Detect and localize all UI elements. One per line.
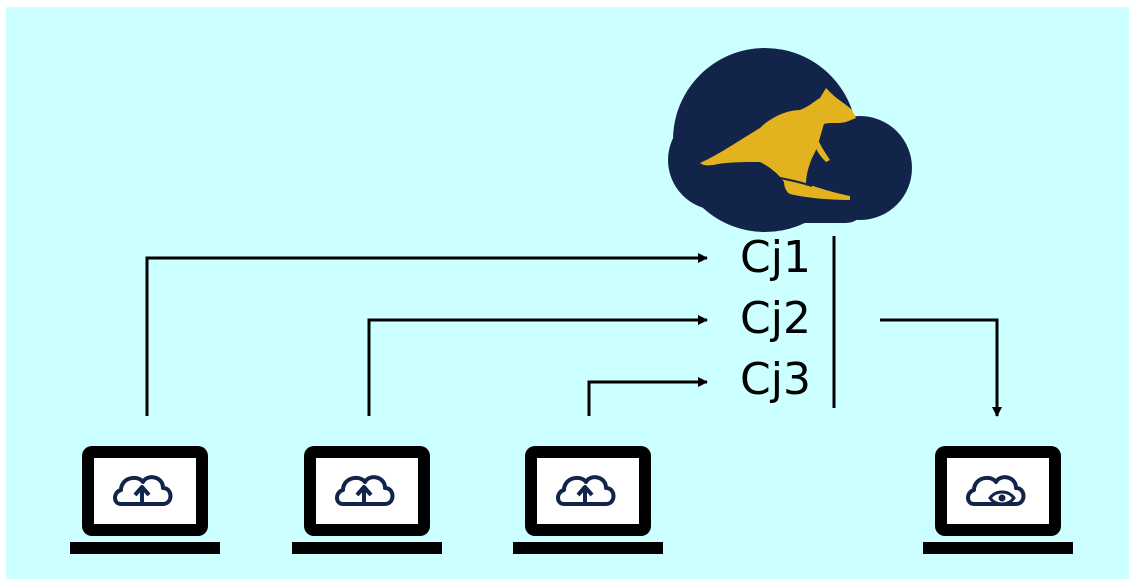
- cloud-eye-icon: [966, 475, 1026, 506]
- label-cj2: Cj2: [740, 293, 811, 344]
- arrow-client2-to-cj2: [367, 315, 708, 416]
- laptop-view-icon: [923, 446, 1073, 554]
- laptop-upload-icon: [292, 446, 442, 554]
- arrow-to-viewer: [880, 318, 1002, 417]
- cloud-upload-icon: [335, 475, 395, 506]
- kangaroo-cloud-icon: [668, 48, 912, 232]
- kangaroo-icon: [700, 88, 856, 200]
- cloud-upload-icon: [556, 475, 616, 506]
- cloud-upload-icon: [113, 475, 173, 506]
- arrow-client1-to-cj1: [145, 253, 708, 416]
- eye-icon: [988, 490, 1016, 506]
- label-cj1: Cj1: [740, 232, 811, 283]
- label-cj3: Cj3: [740, 354, 811, 405]
- laptop-upload-icon: [70, 446, 220, 554]
- laptop-upload-icon: [513, 446, 663, 554]
- arrow-client3-to-cj3: [587, 377, 708, 416]
